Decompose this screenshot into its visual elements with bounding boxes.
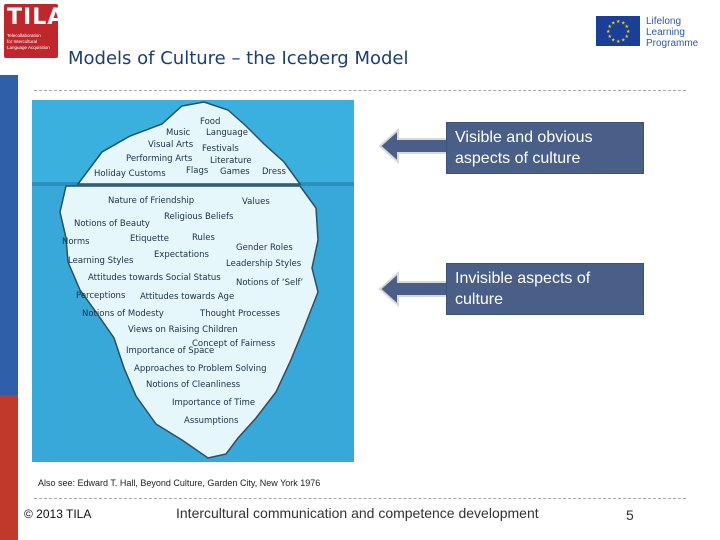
page-number: 5 (626, 507, 634, 523)
label-notions-of-cleanliness: Notions of Cleanliness (146, 380, 241, 390)
lifelong-learning-logo: ★★★ ★★★ ★★★ ★★★ Lifelong Learning Progra… (596, 16, 706, 50)
svg-text:★: ★ (625, 34, 630, 40)
label-dress: Dress (262, 167, 287, 177)
label-norms: Norms (62, 237, 90, 247)
svg-text:★: ★ (616, 39, 621, 45)
label-gender-roles: Gender Roles (236, 243, 293, 253)
label-learning-styles: Learning Styles (68, 256, 134, 266)
label-festivals: Festivals (202, 144, 239, 154)
arrow-left-icon (378, 271, 450, 307)
svg-text:★: ★ (606, 29, 611, 35)
label-rules: Rules (192, 233, 216, 243)
label-thought-processes: Thought Processes (199, 309, 280, 319)
tila-logo-tagline: Telecollaboration for Intercultural Lang… (7, 33, 50, 50)
eu-flag-icon: ★★★ ★★★ ★★★ ★★★ (596, 16, 640, 46)
svg-text:★: ★ (625, 24, 630, 30)
programme-name: Lifelong Learning Programme (646, 16, 699, 49)
label-food: Food (200, 117, 220, 127)
label-assumptions: Assumptions (184, 416, 239, 426)
callout-invisible-aspects: Invisible aspects of culture (446, 263, 644, 315)
label-flags: Flags (186, 166, 209, 176)
label-music: Music (166, 128, 191, 138)
svg-text:★: ★ (621, 21, 626, 27)
label-importance-of-time: Importance of Time (172, 398, 255, 408)
label-perceptions: Perceptions (76, 291, 126, 301)
header-divider (34, 90, 686, 91)
sidebar-accent-blue (0, 75, 18, 395)
label-importance-of-space: Importance of Space (126, 346, 214, 356)
tila-logo: TILA Telecollaboration for Intercultural… (4, 4, 58, 58)
label-literature: Literature (210, 156, 252, 166)
label-leadership-styles: Leadership Styles (226, 259, 302, 269)
label-notions-of-beauty: Notions of Beauty (74, 219, 150, 229)
slide-title: Models of Culture – the Iceberg Model (68, 48, 409, 69)
copyright-notice: © 2013 TILA (24, 507, 92, 521)
tila-logo-wordmark: TILA (7, 5, 58, 30)
label-concept-of-fairness: Concept of Fairness (192, 339, 276, 349)
label-etiquette: Etiquette (130, 234, 169, 244)
footer-divider (34, 498, 686, 499)
label-nature-of-friendship: Nature of Friendship (108, 196, 194, 206)
label-expectations: Expectations (154, 250, 210, 260)
svg-text:★: ★ (608, 24, 613, 30)
label-visual-arts: Visual Arts (148, 140, 194, 150)
label-views-raising-children: Views on Raising Children (128, 325, 238, 335)
label-holiday-customs: Holiday Customs (94, 169, 166, 179)
reference-note: Also see: Edward T. Hall, Beyond Culture… (38, 478, 321, 488)
sidebar-accent-red (0, 395, 18, 540)
iceberg-illustration: Food Music Language Visual Arts Festival… (32, 100, 354, 462)
label-games: Games (220, 167, 250, 177)
svg-text:★: ★ (611, 21, 616, 27)
callout-visible-aspects: Visible and obvious aspects of culture (446, 122, 644, 174)
label-notions-of-self: Notions of ‘Self’ (236, 278, 303, 288)
label-attitudes-towards-age: Attitudes towards Age (140, 292, 234, 302)
label-approaches-problem-solving: Approaches to Problem Solving (134, 364, 267, 374)
label-language: Language (206, 128, 248, 138)
svg-text:★: ★ (621, 38, 626, 44)
arrow-left-icon (378, 128, 450, 164)
svg-text:★: ★ (608, 34, 613, 40)
label-performing-arts: Performing Arts (126, 154, 193, 164)
footer-course-title: Intercultural communication and competen… (176, 505, 539, 521)
svg-text:★: ★ (616, 19, 621, 25)
label-notions-of-modesty: Notions of Modesty (82, 309, 164, 319)
label-religious-beliefs: Religious Beliefs (164, 212, 234, 222)
label-attitudes-social-status: Attitudes towards Social Status (88, 273, 221, 283)
svg-text:★: ★ (611, 38, 616, 44)
svg-text:★: ★ (626, 29, 631, 35)
label-values: Values (242, 197, 270, 207)
